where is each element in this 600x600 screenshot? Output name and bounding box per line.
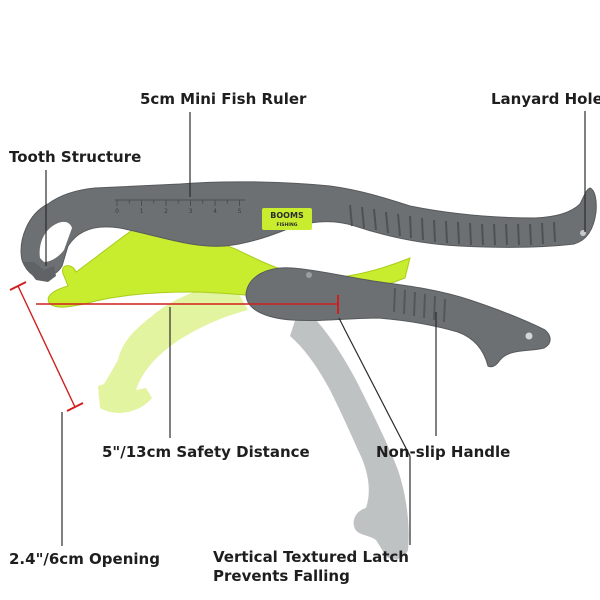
- handle-grip-ridges: [393, 287, 446, 323]
- brand-name: BOOMS: [270, 211, 304, 220]
- callout-lines: [45, 111, 586, 546]
- lower-handle: [245, 267, 551, 368]
- ruler-tick-label: 5: [238, 208, 242, 215]
- tooth-structure: [22, 262, 56, 282]
- opening-label: 2.4"/6cm Opening: [9, 550, 160, 568]
- ghost-open-jaw: [98, 282, 248, 413]
- mini-fish-ruler: 0 1 2 3 4 5: [115, 199, 245, 215]
- latch-label-line1: Vertical Textured Latch: [213, 548, 409, 566]
- safety-distance-measure: [36, 295, 339, 314]
- lanyard-hole-label: Lanyard Hole: [491, 90, 600, 108]
- latch-label: Vertical Textured Latch Prevents Falling: [213, 548, 409, 586]
- latch-label-line2: Prevents Falling: [213, 567, 350, 585]
- brand-logo: BOOMS FISHING: [262, 208, 312, 230]
- opening-measure: [9, 281, 84, 412]
- ruler-tick-label: 1: [140, 208, 144, 215]
- non-slip-handle-label: Non-slip Handle: [376, 443, 511, 461]
- pivot-screw: [306, 272, 312, 278]
- ruler-tick-label: 4: [213, 208, 217, 215]
- safety-distance-label: 5"/13cm Safety Distance: [102, 443, 310, 461]
- upper-grip-ridges: [349, 204, 556, 246]
- ruler-tick-label: 0: [115, 208, 119, 215]
- ruler-label: 5cm Mini Fish Ruler: [140, 90, 307, 108]
- callout-latch: [338, 317, 411, 545]
- ghost-open-handle: [290, 305, 409, 560]
- tooth-structure-label: Tooth Structure: [9, 148, 142, 166]
- brand-sub: FISHING: [277, 222, 298, 228]
- tooth-hook-gap: [39, 221, 72, 262]
- upper-arm: [20, 181, 597, 279]
- ruler-tick-label: 2: [164, 208, 168, 215]
- ruler-tick-label: 3: [189, 208, 193, 215]
- handle-hole: [525, 332, 533, 340]
